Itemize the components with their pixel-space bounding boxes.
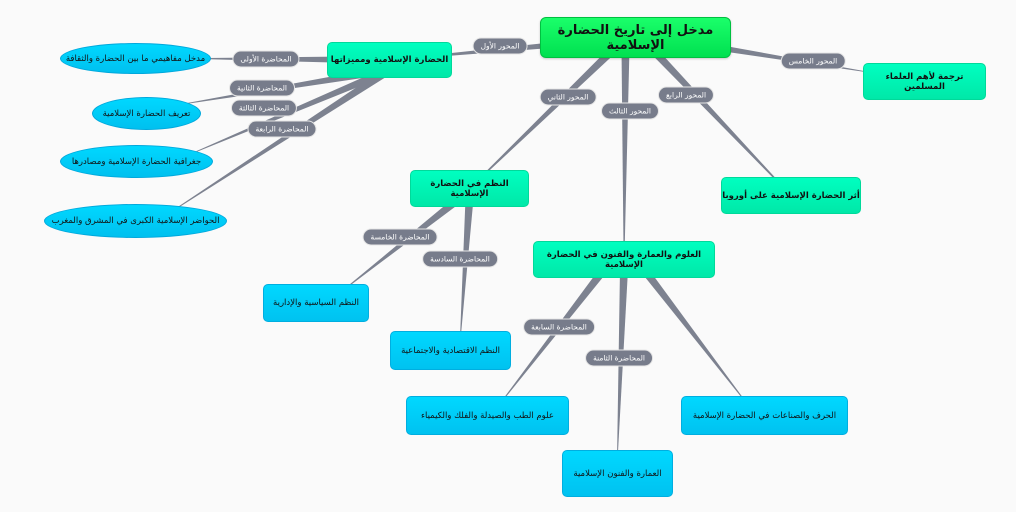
edge-label-axis-1: المحور الأول bbox=[472, 37, 528, 55]
lecture-node-4[interactable]: الحواضر الإسلامية الكبرى في المشرق والمغ… bbox=[44, 204, 227, 238]
edge-label-axis-5: المحور الخامس bbox=[780, 52, 846, 70]
axis-node-5[interactable]: ترجمة لأهم العلماء المسلمين bbox=[863, 63, 986, 100]
lecture-node-2[interactable]: تعريف الحضارة الإسلامية bbox=[92, 97, 201, 130]
lecture-node-6[interactable]: النظم الاقتصادية والاجتماعية bbox=[390, 331, 511, 370]
edge-line bbox=[621, 47, 630, 260]
axis-node-4[interactable]: أثر الحضارة الإسلامية على أوروبا bbox=[721, 177, 861, 214]
lecture-node-3[interactable]: جغرافية الحضارة الإسلامية ومصادرها bbox=[60, 145, 213, 178]
edge-label-axis-3: المحور الثالث bbox=[601, 102, 659, 120]
lecture-node-5[interactable]: النظم السياسية والإدارية bbox=[263, 284, 369, 322]
edge-label-lecture-3: المحاضرة الثالثة bbox=[230, 99, 298, 117]
edge-label-lecture-1: المحاضرة الأولى bbox=[232, 50, 300, 68]
edge-label-lecture-8: المحاضرة الثامنة bbox=[585, 349, 653, 367]
edge-line bbox=[469, 44, 619, 189]
lecture-node-9[interactable]: الحرف والصناعات في الحضارة الإسلامية bbox=[681, 396, 848, 435]
root-node[interactable]: مدخل إلى تاريخ الحضارة الإسلامية bbox=[540, 17, 731, 58]
edge-label-lecture-5: المحاضرة الخامسة bbox=[362, 228, 438, 246]
edge-label-lecture-6: المحاضرة السادسة bbox=[422, 250, 498, 268]
axis-node-3[interactable]: العلوم والعمارة والفنون في الحضارة الإسل… bbox=[533, 241, 715, 278]
edge-label-lecture-4: المحاضرة الرابعة bbox=[247, 120, 317, 138]
axis-node-2[interactable]: النظم في الحضارة الإسلامية bbox=[410, 170, 529, 207]
edge-label-lecture-7: المحاضرة السابعة bbox=[523, 318, 595, 336]
edge-label-axis-2: المحور الثاني bbox=[539, 88, 597, 106]
edge-label-axis-4: المحور الرابع bbox=[657, 86, 715, 104]
edge-label-lecture-2: المحاضرة الثانية bbox=[229, 79, 295, 97]
edge-line bbox=[175, 66, 392, 210]
lecture-node-1[interactable]: مدخل مفاهيمي ما بين الحضارة والثقافة bbox=[60, 43, 211, 74]
edge-line bbox=[647, 44, 792, 196]
lecture-node-8[interactable]: العمارة والفنون الإسلامية bbox=[562, 450, 673, 497]
lecture-node-7[interactable]: علوم الطب والصيدلة والفلك والكيمياء bbox=[406, 396, 569, 435]
edge-line bbox=[640, 267, 745, 401]
axis-node-1[interactable]: الحضارة الإسلامية ومميزاتها bbox=[327, 42, 452, 78]
